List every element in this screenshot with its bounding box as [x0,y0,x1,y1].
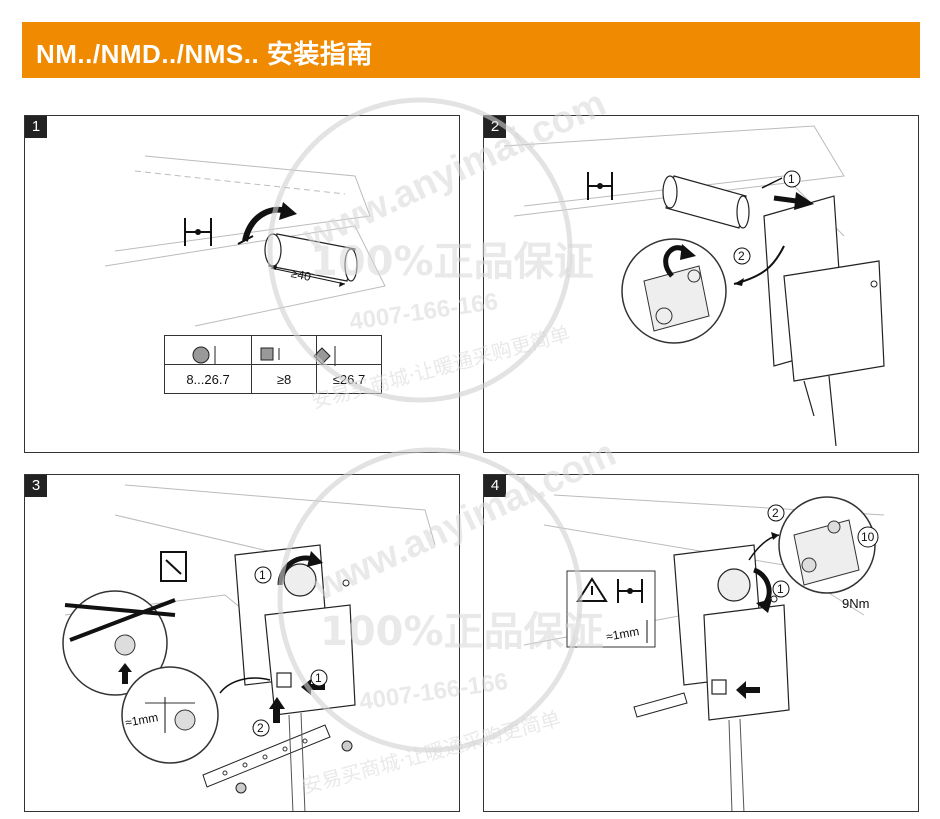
step-3-illustration [62,484,436,811]
step-number: 3 [25,475,47,497]
shaft-size-table: 8...26.7 ≥8 ≤26.7 [164,335,382,394]
callout-1: 1 [259,568,266,582]
step-1-illustration [104,155,386,366]
table-cell [164,335,252,365]
step-2-illustration [503,125,885,447]
table-cell: ≤26.7 [316,364,382,394]
table-cell [251,335,317,365]
step-panel-4: 4 [483,474,919,812]
callout-1: 1 [315,671,322,685]
step-panel-1: 1 [24,115,460,453]
table-cell: 8...26.7 [164,364,252,394]
step-number: 1 [25,116,47,138]
callout-1: 1 [777,582,784,596]
table-row: 8...26.7 ≥8 ≤26.7 [164,364,382,394]
step-panel-3: 3 [24,474,460,812]
callout-2: 2 [257,721,264,735]
callout-2: 2 [772,506,779,520]
table-cell: ≥8 [251,364,317,394]
page-title: NM../NMD../NMS.. 安装指南 [36,39,373,69]
torque-label: 9Nm [842,596,870,611]
torque-badge: 10 [861,530,875,544]
callout-2: 2 [738,249,745,263]
header-bar: NM../NMD../NMS.. 安装指南 [22,22,920,78]
callout-1: 1 [788,172,795,186]
table-cell [316,335,382,365]
step-4-illustration [523,494,885,811]
step-panel-2: 2 [483,115,919,453]
table-row [164,335,382,365]
